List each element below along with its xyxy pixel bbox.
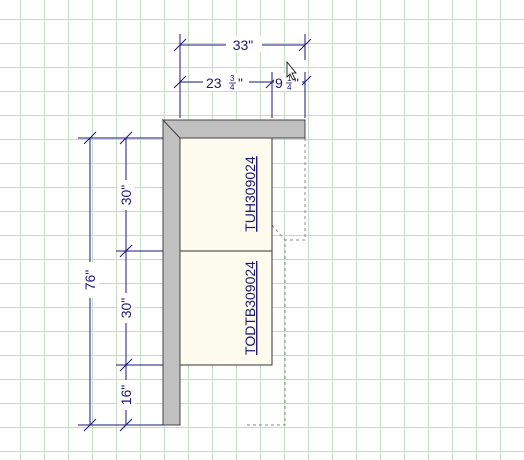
filler-width-label-bg <box>274 73 302 91</box>
cabinet-width-inch-mark: " <box>238 75 243 91</box>
filler-width-fraction-num: 1 <box>287 74 292 83</box>
wall-segment-horizontal[interactable] <box>161 119 306 139</box>
lower-cabinet[interactable] <box>179 250 273 366</box>
cabinet-swing-line <box>271 224 286 241</box>
upper-cabinet[interactable] <box>179 137 273 252</box>
upper-cabinet-label: TUH309024 <box>242 156 258 232</box>
cabinet-width-fraction-num: 3 <box>230 74 235 83</box>
cabinet-width-fraction-den: 4 <box>230 83 235 92</box>
lower-height-label: 16" <box>118 385 134 406</box>
upper-height-label: 30" <box>118 185 134 206</box>
lower-cabinet-label: TODTB309024 <box>242 261 258 355</box>
overall-width-label-bg <box>226 36 262 52</box>
total-height-label: 76" <box>82 270 98 291</box>
mouse-cursor-icon <box>286 60 297 81</box>
lower-height-label-bg <box>117 380 135 410</box>
cabinet-width-label: 23 <box>206 75 222 91</box>
cabinet-width-label-bg <box>203 73 249 91</box>
cabinet-width-whole: 23 <box>206 75 222 91</box>
middle-height-label: 30" <box>118 298 134 319</box>
wall-segment-vertical[interactable] <box>162 118 181 426</box>
upper-height-label-bg <box>117 180 135 210</box>
overall-width-label: 33" <box>233 37 254 53</box>
filler-width-fraction-den: 4 <box>287 83 292 92</box>
total-height-label-bg <box>81 262 99 298</box>
filler-width-inch-mark: " <box>294 75 299 91</box>
overall-width-dimension[interactable] <box>173 34 312 118</box>
filler-width-whole: 9 <box>275 75 283 91</box>
middle-height-label-bg <box>117 293 135 323</box>
